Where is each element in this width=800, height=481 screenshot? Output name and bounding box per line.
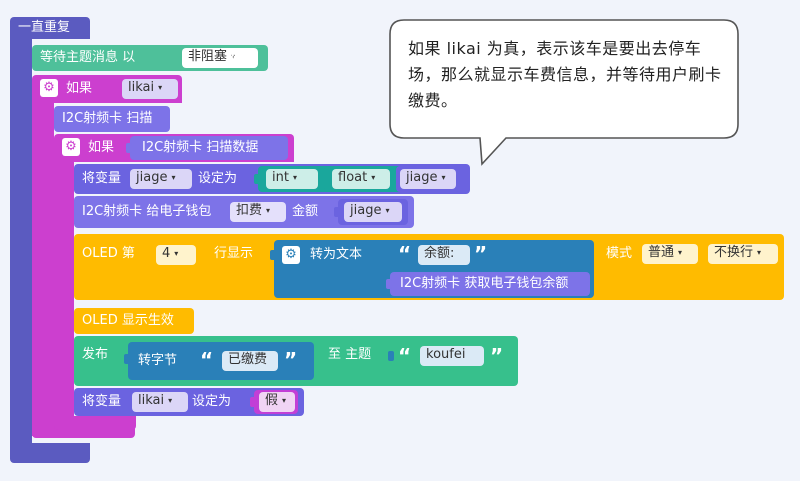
float-dropdown[interactable]: float▾ xyxy=(332,169,390,189)
int-dropdown[interactable]: int▾ xyxy=(266,169,318,189)
comment-text: 如果 likai 为真，表示该车是要出去停车场，那么就显示车费信息，并等待用户刷… xyxy=(408,39,722,110)
gear-icon[interactable]: ⚙ xyxy=(62,138,80,156)
jiage-variable-dropdown[interactable]: jiage▾ xyxy=(130,169,192,189)
get-balance-label: I2C射频卡 获取电子钱包余额 xyxy=(400,276,569,291)
gear-icon[interactable]: ⚙ xyxy=(40,79,58,97)
forever-loop-block[interactable]: 一直重复 xyxy=(10,17,90,39)
topic-text-block[interactable]: “ koufei ” xyxy=(388,342,514,370)
to-bytes-label: 转字节 xyxy=(138,353,178,368)
set-likai-block[interactable]: 将变量 likai▾ 设定为 假▾ xyxy=(74,388,304,416)
set-to-label: 设定为 xyxy=(198,171,238,186)
amount-label: 金额 xyxy=(292,204,319,219)
set-likai-to-label: 设定为 xyxy=(192,394,232,409)
balance-text-field[interactable]: 余额: xyxy=(418,245,470,265)
comment-bubble[interactable] xyxy=(388,18,740,170)
if-scan-arm xyxy=(54,161,74,423)
scan-data-block[interactable]: I2C射频卡 扫描数据 xyxy=(126,136,288,160)
jiage-value-block[interactable]: jiage▾ xyxy=(396,166,460,192)
likai-set-dropdown[interactable]: likai▾ xyxy=(132,392,188,412)
oled-line-label: OLED 第 xyxy=(82,246,135,261)
oled-display-block[interactable]: OLED 第 4▾ 行显示 ⚙ 转为文本 “ 余额: ” I2C射频卡 获取电子… xyxy=(74,234,784,300)
float-cast-block[interactable]: float▾ jiage▾ xyxy=(324,166,460,192)
oled-mode-dropdown[interactable]: 普通▾ xyxy=(642,244,698,264)
if-likai-block[interactable]: ⚙ 如果 likai▾ xyxy=(32,75,182,103)
to-topic-label: 至 主题 xyxy=(328,347,372,362)
oled-apply-block[interactable]: OLED 显示生效 xyxy=(74,308,194,334)
wait-mode-suffix-visible: 模式 xyxy=(230,50,257,65)
to-text-label: 转为文本 xyxy=(310,247,363,262)
line-number-block[interactable]: 4▾ xyxy=(150,242,204,268)
wallet-deduct-block[interactable]: I2C射频卡 给电子钱包 扣费▾ 金额 jiage▾ xyxy=(74,196,414,228)
int-cast-block[interactable]: int▾ float▾ jiage▾ xyxy=(254,166,460,192)
forever-label: 一直重复 xyxy=(18,20,71,35)
oled-wrap-dropdown[interactable]: 不换行▾ xyxy=(708,244,778,264)
paid-text-field[interactable]: 已缴费 xyxy=(222,351,278,371)
rfid-scan-block[interactable]: I2C射频卡 扫描 xyxy=(54,106,170,132)
set-likai-label: 将变量 xyxy=(82,394,122,409)
scan-data-label: I2C射频卡 扫描数据 xyxy=(142,140,259,155)
line-number-field[interactable]: 4▾ xyxy=(156,245,196,265)
publish-label: 发布 xyxy=(82,347,109,362)
publish-block[interactable]: 发布 转字节 “ 已缴费 ” 至 主题 “ koufei ” xyxy=(74,336,518,386)
wallet-op-dropdown[interactable]: 扣费▾ xyxy=(230,202,286,222)
if-scan-bottom xyxy=(54,416,136,430)
wait-message-label: 等待主题消息 以 xyxy=(40,50,136,65)
oled-mode-label: 模式 xyxy=(606,246,633,261)
wait-message-block[interactable]: 等待主题消息 以 非阻塞▾ 模式 xyxy=(32,45,268,71)
false-value-block[interactable]: 假▾ xyxy=(250,390,298,414)
gear-icon[interactable]: ⚙ xyxy=(282,246,300,264)
set-jiage-label: 将变量 xyxy=(82,171,122,186)
if-scan-label: 如果 xyxy=(88,140,115,155)
wait-mode-dropdown[interactable]: 非阻塞▾ xyxy=(182,48,258,68)
wallet-label: I2C射频卡 给电子钱包 xyxy=(82,204,212,219)
to-text-block[interactable]: ⚙ 转为文本 “ 余额: ” I2C射频卡 获取电子钱包余额 xyxy=(270,240,594,298)
false-dropdown[interactable]: 假▾ xyxy=(259,392,295,412)
topic-text-field[interactable]: koufei xyxy=(420,346,484,366)
balance-text-block[interactable]: “ 余额: ” xyxy=(390,242,496,268)
paid-text-block[interactable]: “ 已缴费 ” xyxy=(194,348,308,374)
jiage-value-dropdown[interactable]: jiage▾ xyxy=(400,169,456,189)
wallet-amount-dropdown[interactable]: jiage▾ xyxy=(344,202,402,222)
forever-loop-bottom xyxy=(10,443,90,463)
if-likai-arm xyxy=(32,102,54,436)
if-likai-label: 如果 xyxy=(66,81,93,96)
forever-loop-arm xyxy=(10,38,32,453)
to-bytes-block[interactable]: 转字节 “ 已缴费 ” xyxy=(124,342,314,380)
oled-show-label: 行显示 xyxy=(214,246,254,261)
set-jiage-block[interactable]: 将变量 jiage▾ 设定为 int▾ float▾ jiage▾ xyxy=(74,164,470,194)
rfid-scan-label: I2C射频卡 扫描 xyxy=(62,111,153,126)
wallet-amount-block[interactable]: jiage▾ xyxy=(334,199,408,225)
get-balance-block[interactable]: I2C射频卡 获取电子钱包余额 xyxy=(386,272,590,296)
likai-variable-dropdown[interactable]: likai▾ xyxy=(122,79,178,99)
oled-apply-label: OLED 显示生效 xyxy=(82,313,174,328)
